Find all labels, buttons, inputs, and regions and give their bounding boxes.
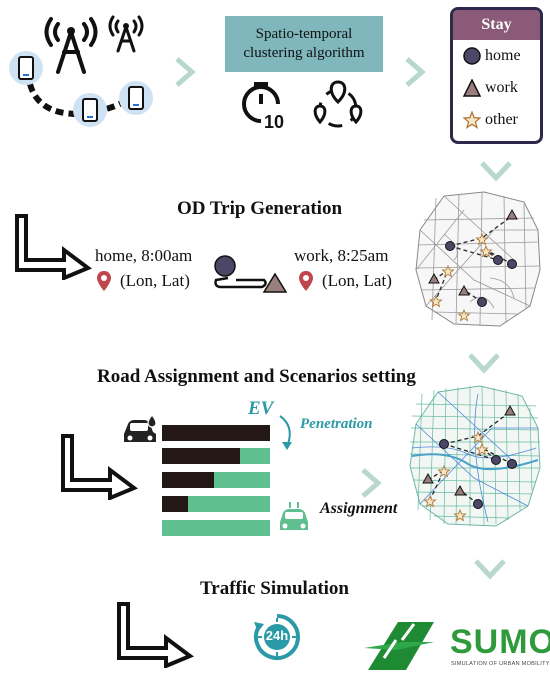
ev-label: EV bbox=[248, 398, 274, 419]
chevron-down-icon bbox=[468, 353, 500, 374]
stay-item-label: work bbox=[485, 79, 518, 96]
penetration-label: Penetration bbox=[300, 416, 373, 432]
chevron-down-icon bbox=[480, 161, 512, 182]
elbow-arrow-icon bbox=[61, 434, 138, 500]
section-title-od: OD Trip Generation bbox=[177, 198, 343, 219]
fuel-share-fill bbox=[162, 448, 240, 464]
penetration-bar bbox=[162, 472, 270, 488]
location-pin-icon bbox=[97, 271, 111, 291]
circle-marker-icon bbox=[463, 47, 481, 65]
location-cluster-icon bbox=[313, 80, 363, 128]
star-marker-icon bbox=[463, 111, 481, 129]
stay-title: Stay bbox=[453, 10, 540, 40]
smartphone-icon bbox=[119, 81, 153, 115]
phone-trajectory-path bbox=[27, 83, 130, 118]
stopwatch-icon: 10 bbox=[242, 82, 284, 132]
clustering-label-line1: Spatio-temporal bbox=[255, 26, 353, 42]
electric-car-icon bbox=[280, 502, 308, 530]
clock-24h-icon: 24h bbox=[252, 612, 302, 662]
stay-item-work: work bbox=[453, 72, 540, 104]
destination-coords: (Lon, Lat) bbox=[322, 271, 392, 290]
chevron-right-icon bbox=[405, 57, 426, 87]
penetration-bar bbox=[162, 448, 270, 464]
fuel-share-fill bbox=[162, 472, 214, 488]
section-title-traffic: Traffic Simulation bbox=[200, 578, 350, 599]
fuel-car-icon bbox=[124, 414, 157, 442]
origin-time: home, 8:00am bbox=[95, 246, 193, 265]
triangle-marker-icon bbox=[463, 79, 481, 97]
clock-label: 24h bbox=[265, 628, 289, 643]
chevron-down-icon bbox=[474, 559, 506, 580]
stay-legend: Stay home work other bbox=[450, 7, 543, 144]
curved-arrow-icon bbox=[279, 415, 292, 450]
penetration-bar bbox=[162, 425, 270, 441]
highway-icon bbox=[364, 622, 434, 670]
clustering-label-line2: clustering algorithm bbox=[243, 45, 365, 61]
trip-path-icon bbox=[214, 255, 288, 293]
cell-tower-icon bbox=[44, 17, 98, 74]
city-road-map-assignment bbox=[409, 385, 541, 527]
smartphone-icon bbox=[73, 93, 107, 127]
cell-tower-small-icon bbox=[108, 15, 144, 53]
stay-item-label: home bbox=[485, 47, 521, 64]
elbow-arrow-icon bbox=[117, 602, 194, 668]
svg-text:10: 10 bbox=[264, 112, 284, 132]
fuel-share-fill bbox=[162, 496, 188, 512]
origin-coords: (Lon, Lat) bbox=[120, 271, 190, 290]
penetration-bar bbox=[162, 496, 270, 512]
city-road-map-od bbox=[415, 191, 541, 327]
stay-item-label: other bbox=[485, 111, 518, 128]
destination-time: work, 8:25am bbox=[294, 246, 389, 265]
fuel-share-fill bbox=[162, 425, 270, 441]
smartphone-icon bbox=[9, 51, 43, 85]
penetration-bar bbox=[162, 520, 270, 536]
stay-item-other: other bbox=[453, 104, 540, 136]
sumo-logo-text: SUMO bbox=[450, 623, 550, 661]
clustering-algorithm-box: Spatio-temporal clustering algorithm bbox=[225, 16, 383, 72]
chevron-right-icon bbox=[175, 57, 196, 87]
sumo-logo-subtitle: SIMULATION OF URBAN MOBILITY bbox=[451, 661, 550, 667]
elbow-arrow-icon bbox=[15, 214, 92, 280]
chevron-right-icon bbox=[361, 468, 382, 498]
section-title-road: Road Assignment and Scenarios setting bbox=[97, 366, 416, 387]
assignment-label: Assignment bbox=[320, 500, 398, 517]
location-pin-icon bbox=[299, 271, 313, 291]
stay-item-home: home bbox=[453, 40, 540, 72]
